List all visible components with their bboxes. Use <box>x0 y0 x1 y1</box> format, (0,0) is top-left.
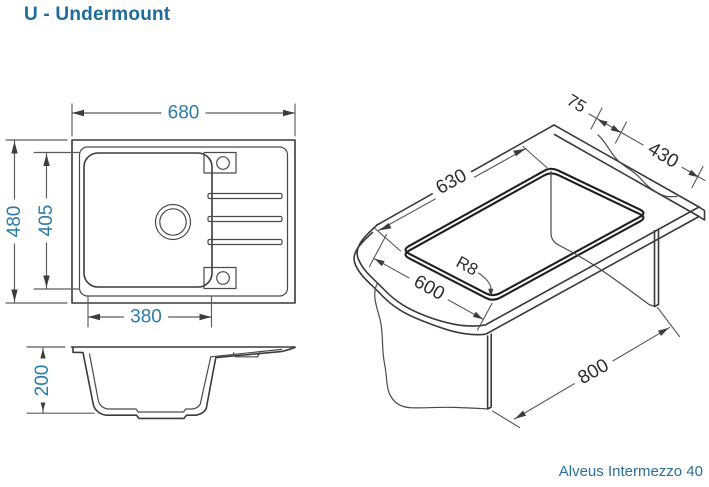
radius-label-r8: R8 <box>453 252 481 279</box>
counter-corner-cap <box>698 206 706 221</box>
product-name: Alveus Intermezzo 40 <box>558 463 703 480</box>
bowl-outline <box>83 152 213 288</box>
label-bg <box>639 136 687 175</box>
sink-rim <box>78 146 289 297</box>
arrowhead <box>379 223 392 231</box>
bowl-profile <box>72 346 296 420</box>
arrowhead <box>688 169 699 178</box>
counter-right-edge <box>553 124 700 218</box>
side-view: 200 <box>26 346 296 420</box>
dim-bowl-length: 380 <box>87 295 213 328</box>
dim-overall-width: 680 <box>71 103 296 137</box>
tap-hole-top <box>216 156 230 170</box>
arrowhead <box>515 410 526 419</box>
drain-outer-circle <box>154 203 192 241</box>
label-bg <box>161 104 206 122</box>
dim-edge-and-cutout-width: 75 430 <box>559 88 706 189</box>
torn-edge-bottom <box>353 231 487 336</box>
arrowhead <box>88 313 100 321</box>
arrowhead <box>72 109 84 117</box>
label-bg <box>124 308 168 326</box>
arrowhead <box>11 141 18 154</box>
dim-bowl-width: 405 <box>33 151 80 290</box>
counter-front-edge <box>486 206 700 335</box>
arrowhead <box>39 348 47 361</box>
cutout-opening <box>404 167 645 297</box>
tap-boss <box>232 352 261 358</box>
isometric-view: 630 75 430 600 <box>353 88 706 429</box>
label-bg <box>34 358 51 403</box>
dim-counter-length: 800 <box>491 306 681 429</box>
cabinet-torn-line <box>558 244 656 308</box>
arrowhead <box>597 119 608 127</box>
drainboard-groove <box>207 192 283 200</box>
tap-ledge-top <box>203 151 237 174</box>
dim-label-680: 680 <box>168 103 200 124</box>
tap-ledge-bottom <box>203 266 237 290</box>
arrowhead <box>488 288 494 297</box>
cabinet-right-post <box>653 228 660 308</box>
arrowhead <box>43 154 50 166</box>
drainboard-groove <box>207 215 283 223</box>
label-bg <box>38 198 55 243</box>
leader-line <box>477 272 492 294</box>
dim-label-200: 200 <box>32 365 53 397</box>
cabinet-left-panel-torn <box>374 282 488 410</box>
dim-label-480: 480 <box>4 206 25 238</box>
label-bg <box>405 269 453 307</box>
label-bg <box>570 353 617 391</box>
arrowhead <box>658 327 669 336</box>
label-bg <box>559 88 594 119</box>
arrowhead <box>199 313 212 321</box>
page-title: U - Undermount <box>24 4 171 25</box>
drainboard-groove <box>207 238 283 246</box>
tap-hole-bottom <box>216 271 230 285</box>
dim-lines <box>374 145 550 252</box>
label-bg <box>6 199 23 244</box>
dim-bowl-depth: 200 <box>26 346 95 414</box>
label-bg <box>428 163 475 201</box>
dim-cutout-length: 630 <box>374 145 550 252</box>
drain-inner-circle <box>159 208 187 236</box>
dim-label-405: 405 <box>36 205 57 237</box>
dim-label-380: 380 <box>130 307 162 328</box>
arrowhead <box>610 125 621 133</box>
arrowhead <box>472 311 483 320</box>
break-extension-squiggle <box>597 134 678 198</box>
arrowhead <box>43 275 50 288</box>
arrowhead <box>374 258 385 267</box>
sink-outline <box>71 139 296 304</box>
cabinet-front-post <box>486 333 492 410</box>
top-view: 680 480 405 380 <box>4 103 296 328</box>
dim-counter-depth: 600 <box>368 233 493 331</box>
bowl-inner-wall <box>88 348 283 413</box>
arrowhead <box>513 148 526 157</box>
dim-overall-depth: 480 <box>4 139 68 304</box>
cabinet-corner-seam <box>550 170 561 247</box>
arrowhead <box>11 289 18 302</box>
arrowhead <box>283 109 295 117</box>
